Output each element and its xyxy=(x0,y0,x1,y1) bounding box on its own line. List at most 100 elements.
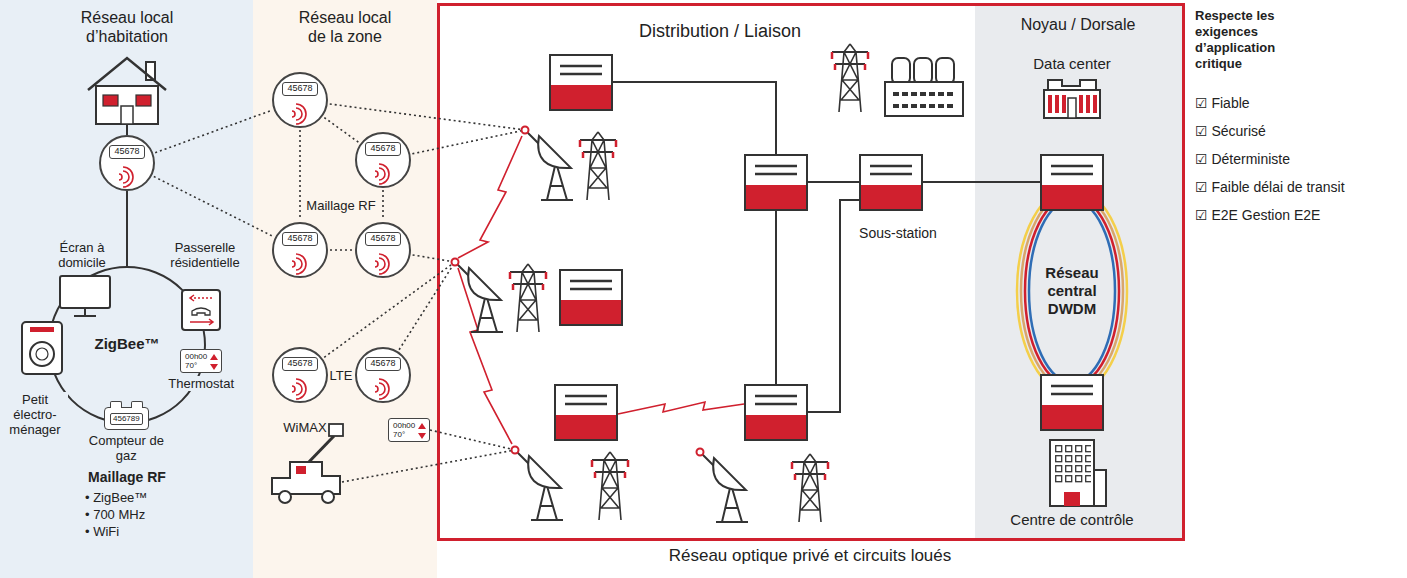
server-icon xyxy=(560,270,622,325)
text-label: LTE xyxy=(330,368,353,383)
mesh-link xyxy=(382,190,384,220)
house-icon-part xyxy=(136,95,151,106)
thermostat: 00h0070° xyxy=(388,418,430,442)
panel-title: Noyau / Dorsale xyxy=(988,15,1168,34)
bucket-truck-part xyxy=(322,491,334,503)
text-label: Écran à domicile xyxy=(46,240,118,270)
wireless-arcs xyxy=(292,254,306,274)
smart-meter: 45678 xyxy=(355,132,411,188)
device-label: Compteur de gaz xyxy=(84,433,168,463)
power-plant-part xyxy=(893,94,955,106)
bucket-truck-part xyxy=(329,424,343,436)
power-plant xyxy=(885,58,963,116)
thermostat-arrows xyxy=(418,422,426,440)
requirement-item: ☑ Sécurisé xyxy=(1195,124,1266,139)
appliance-icon xyxy=(22,322,62,374)
ring-label: Réseau central DWDM xyxy=(1030,264,1114,318)
meter-reading: 456789 xyxy=(110,413,143,425)
mesh-link xyxy=(299,130,301,220)
mesh-link xyxy=(324,118,358,143)
control-center-building-part xyxy=(1064,492,1080,506)
text-label: Data center xyxy=(1033,56,1111,71)
text-label: Sous-station xyxy=(859,226,937,241)
house-icon-part xyxy=(121,106,133,124)
server-icon xyxy=(745,385,807,440)
requirement-item: ☑ Fiable xyxy=(1195,96,1250,111)
gas-meter: 456789Compteur de gaz xyxy=(104,407,149,430)
meter-reading: 45678 xyxy=(365,357,401,371)
text-label: WiMAX xyxy=(283,420,326,435)
screen-icon-part xyxy=(74,308,96,316)
smart-meter: 45678 xyxy=(355,347,411,403)
mesh-link xyxy=(155,110,272,152)
server-icon xyxy=(555,385,617,440)
smart-meter: 45678 xyxy=(272,347,328,403)
caption: Réseau optique privé et circuits loués xyxy=(669,546,952,566)
meter-reading: 45678 xyxy=(365,142,401,156)
arrow-glyph xyxy=(210,354,218,370)
text-label: ZigBee™ xyxy=(94,336,159,351)
meter-reading: 45678 xyxy=(365,232,401,246)
zigbee-ring xyxy=(49,267,205,423)
gateway-icon-part xyxy=(190,319,213,325)
screen-icon-part xyxy=(60,276,110,308)
house-icon-part xyxy=(88,58,166,90)
meter-reading: 45678 xyxy=(282,357,318,371)
fiber-ring xyxy=(1017,188,1127,394)
smart-meter: 45678 xyxy=(99,135,155,191)
text-label: • 700 MHz xyxy=(85,507,145,522)
control-center-building-part xyxy=(1094,470,1106,506)
thermostat-reading: 70° xyxy=(185,361,207,370)
meter-reading: 45678 xyxy=(282,82,318,96)
fiber-ring xyxy=(1029,200,1115,382)
requirement-item: Respecte les exigences d’application cri… xyxy=(1195,8,1323,72)
control-center-building-part xyxy=(1055,445,1091,485)
bucket-truck-part xyxy=(296,466,306,474)
text-label: Maillage RF xyxy=(304,198,377,213)
arrow-glyph xyxy=(418,423,426,439)
microwave-link xyxy=(458,136,744,444)
panel-title: Réseau local de la zone xyxy=(290,8,400,46)
meter-reading: 45678 xyxy=(282,232,318,246)
requirement-item: ☑ Déterministe xyxy=(1195,152,1290,167)
dish-antenna xyxy=(512,447,564,521)
appliance-icon-part xyxy=(36,348,48,360)
fiber-ring xyxy=(1021,192,1123,390)
fiber-link xyxy=(612,82,1041,412)
smart-meter: 45678 xyxy=(355,222,411,278)
server-icon xyxy=(1041,155,1103,210)
mesh-link xyxy=(330,249,353,251)
wire xyxy=(126,124,128,267)
pylon-icon xyxy=(832,44,868,112)
text-label: Centre de contrôle xyxy=(1010,512,1133,527)
device-label: Thermostat xyxy=(166,376,236,391)
appliance-icon-part xyxy=(30,342,54,366)
dish-antenna xyxy=(522,127,574,201)
meter-cap xyxy=(110,401,122,408)
gateway-icon-part xyxy=(191,297,212,299)
thermostat-reading: 00h00 xyxy=(393,421,415,430)
screen-icon xyxy=(60,276,110,316)
dwdm-ring: Réseau central DWDM xyxy=(1014,185,1130,397)
pylon-icon xyxy=(592,452,628,520)
panel-title: Réseau local d’habitation xyxy=(72,8,182,46)
fiber-ring xyxy=(1025,196,1119,386)
data-center-building xyxy=(1044,80,1100,118)
server-icon xyxy=(1041,375,1103,430)
control-center-building-part xyxy=(1050,440,1094,506)
meter-cap xyxy=(131,401,143,408)
wireless-arcs xyxy=(375,254,389,274)
gateway-icon-part xyxy=(192,308,210,315)
power-plant-part xyxy=(885,82,963,116)
requirement-item: ☑ Faible délai de transit xyxy=(1195,180,1345,195)
pylon-icon xyxy=(510,264,546,332)
smart-meter: 45678 xyxy=(272,222,328,278)
server-icon xyxy=(860,155,922,210)
wireless-arcs xyxy=(292,379,306,399)
gateway-icon xyxy=(182,290,220,330)
appliance-icon-part xyxy=(22,322,62,374)
server-icon xyxy=(745,155,807,210)
